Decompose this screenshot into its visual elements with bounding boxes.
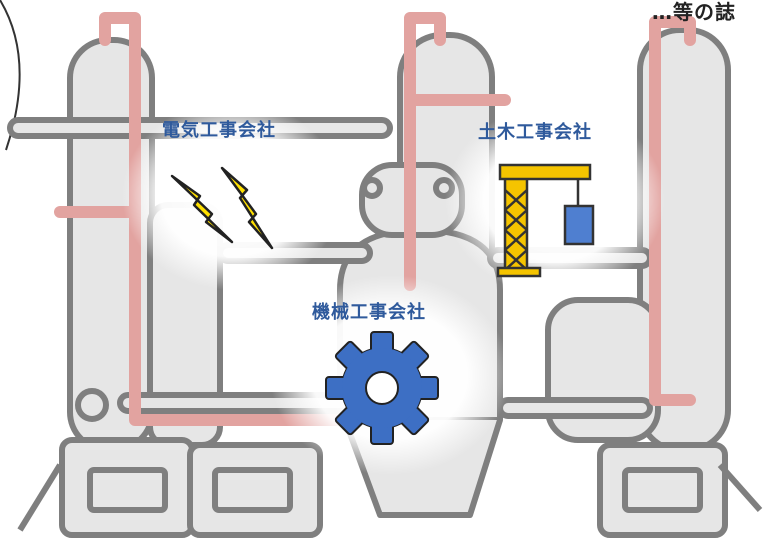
process-pipes [54, 12, 696, 426]
civil-glow [445, 105, 665, 295]
electric-glow [122, 100, 342, 290]
lightning-bolt-icon [170, 166, 274, 250]
civil-company-label: 土木工事会社 [478, 122, 592, 143]
gear-icon [325, 331, 439, 445]
mechanical-company-label: 機械工事会社 [312, 302, 426, 323]
top-caption-fragment: …等の誌 [652, 0, 736, 24]
crane-icon [496, 163, 595, 278]
electric-company-label: 電気工事会社 [162, 120, 276, 141]
